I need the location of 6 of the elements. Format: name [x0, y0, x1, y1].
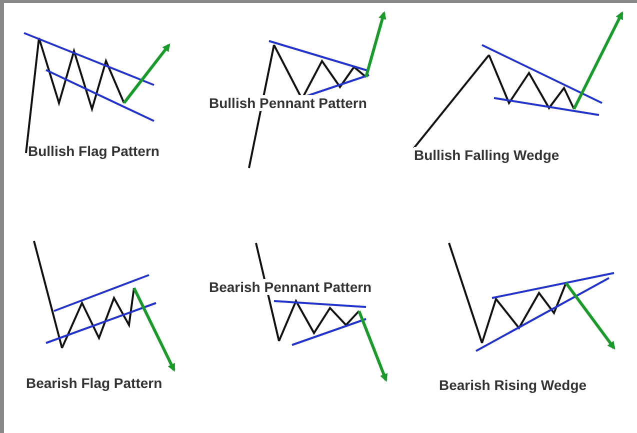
pattern-caption: Bullish Falling Wedge [414, 147, 560, 163]
pattern-caption: Bearish Flag Pattern [26, 375, 162, 391]
pattern-caption: Bearish Rising Wedge [439, 377, 587, 393]
pattern-caption: Bearish Pennant Pattern [209, 279, 372, 295]
pattern-caption: Bullish Pennant Pattern [209, 95, 367, 111]
pattern-caption: Bullish Flag Pattern [28, 143, 160, 159]
